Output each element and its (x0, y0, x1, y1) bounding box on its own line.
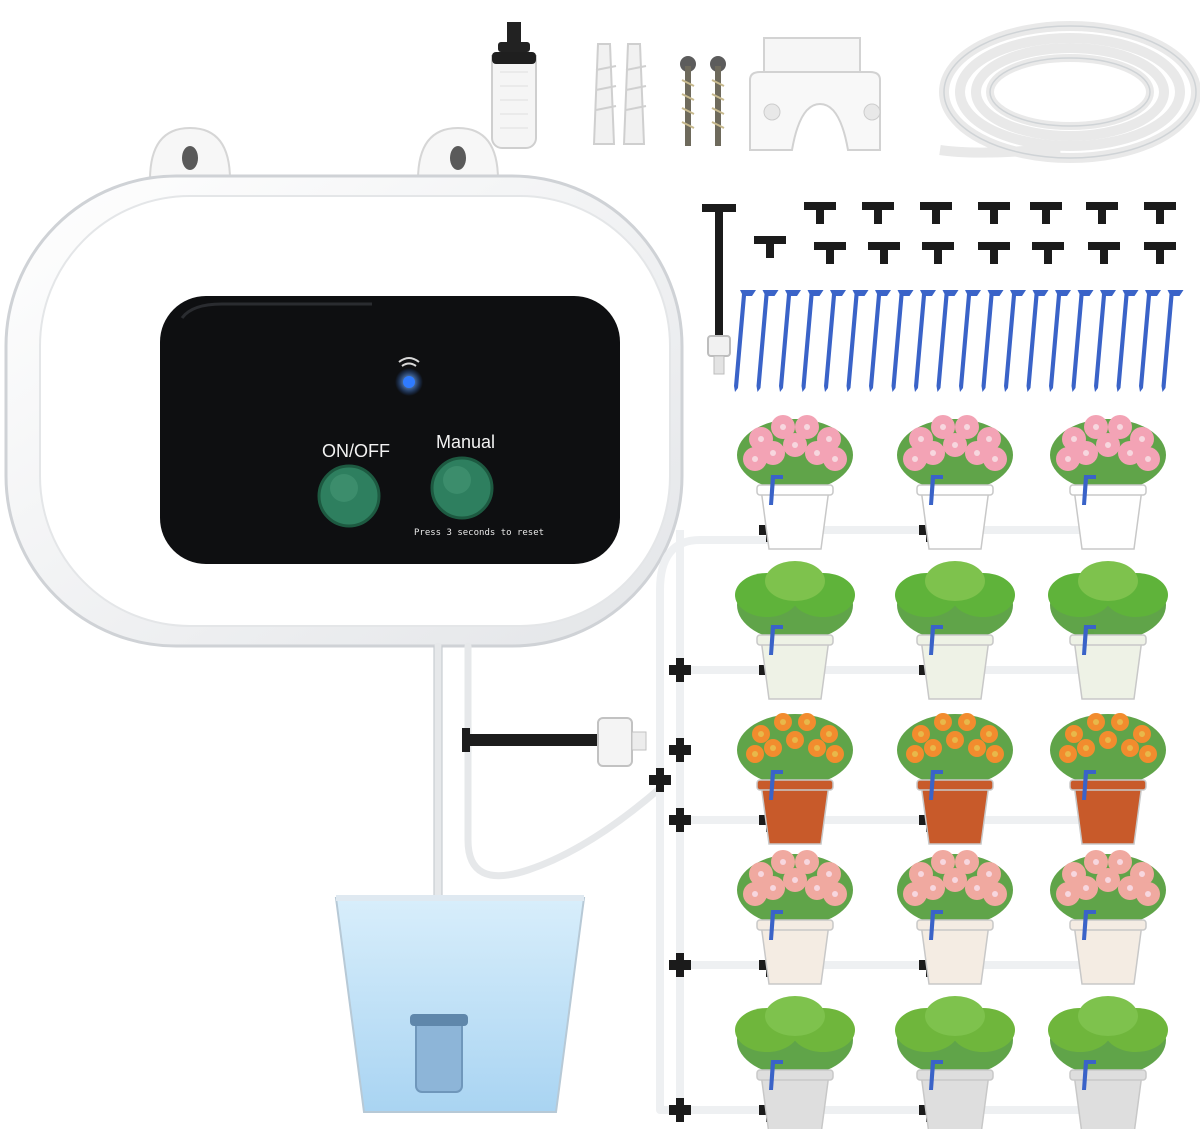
tee-connector (669, 738, 691, 762)
intake-filter (415, 1017, 463, 1093)
potted-plant (1050, 415, 1166, 550)
wifi-icon (398, 357, 420, 367)
potted-plant (897, 415, 1013, 550)
drip-stake (914, 290, 936, 392)
potted-plant (897, 713, 1013, 845)
drip-stake (981, 290, 1004, 392)
power-button-label: ON/OFF (322, 441, 390, 461)
reset-hint: Press 3 seconds to reset (414, 528, 544, 538)
drip-stake (891, 290, 914, 392)
mounting-screws (680, 56, 726, 146)
drip-stake (936, 290, 959, 392)
wall-anchor-plugs (592, 43, 647, 145)
drip-stake (1116, 290, 1139, 392)
potted-plant (897, 850, 1013, 985)
distribution-tubing (656, 490, 1094, 1114)
potted-plant (737, 415, 853, 550)
manual-button-label: Manual (436, 432, 495, 452)
inline-filter (462, 717, 647, 767)
drip-stake (1161, 290, 1184, 392)
wall-bracket (749, 37, 881, 151)
water-container (334, 895, 586, 1113)
tee-connectors (754, 202, 1176, 264)
drip-stake (1139, 290, 1161, 392)
hang-hole-right (450, 146, 466, 170)
control-panel (160, 296, 620, 564)
potted-plant (1050, 850, 1166, 985)
tee-connector (669, 658, 691, 682)
tee-connector (669, 1098, 691, 1122)
tee-connector (669, 808, 691, 832)
drip-stake (779, 290, 801, 392)
inline-check-valve (702, 204, 736, 375)
potted-plant (737, 713, 853, 845)
drip-stake (801, 290, 824, 392)
tee-connector (649, 768, 671, 792)
drip-stake (1094, 290, 1116, 392)
drip-stake (1049, 290, 1071, 392)
drip-stakes (734, 290, 1184, 392)
drip-stake (824, 290, 846, 392)
drip-stake (846, 290, 869, 392)
drip-stake (1071, 290, 1094, 392)
potted-plant (737, 850, 853, 985)
controller-device: ON/OFF Manual Press 3 seconds to reset (4, 126, 684, 648)
drip-stake (1004, 290, 1026, 392)
drip-stake (869, 290, 891, 392)
potted-plant (735, 996, 855, 1129)
potted-plant (1048, 996, 1168, 1129)
tubing-coil (939, 21, 1200, 163)
wifi-status-led (403, 376, 415, 388)
drip-stake (959, 290, 981, 392)
filter-cup (491, 22, 537, 149)
drip-stake (1026, 290, 1049, 392)
drip-stake (734, 290, 756, 392)
tee-connector (669, 953, 691, 977)
drip-stake (756, 290, 779, 392)
potted-plant (735, 561, 855, 700)
plant-grid (735, 415, 1168, 1129)
potted-plant (895, 996, 1015, 1129)
hang-hole-left (182, 146, 198, 170)
potted-plant (895, 561, 1015, 700)
potted-plant (1048, 561, 1168, 700)
potted-plant (1050, 713, 1166, 845)
